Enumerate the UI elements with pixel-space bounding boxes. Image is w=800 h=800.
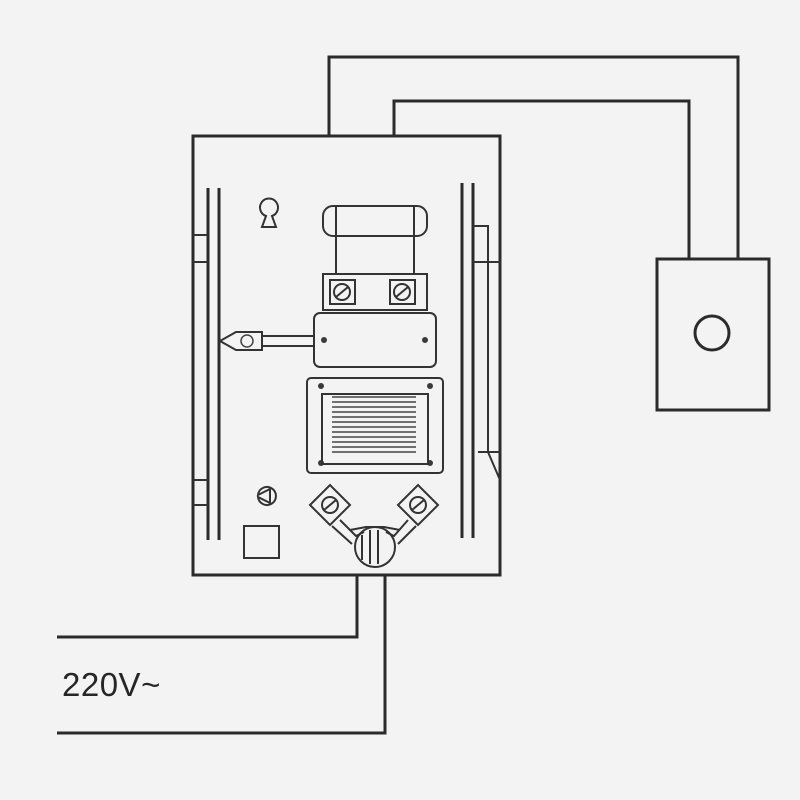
mains-connector — [349, 526, 401, 568]
screw-terminal-icon — [396, 483, 440, 527]
top-terminal-block — [322, 273, 428, 311]
keyhole-icon — [256, 486, 277, 506]
striker-plate — [313, 312, 437, 368]
screw-terminal-icon — [308, 483, 352, 527]
knockout-square — [243, 525, 280, 559]
mains-supply-wires — [57, 575, 387, 735]
plunger-icon — [217, 331, 314, 351]
bell-housing — [191, 134, 502, 577]
left-side-rail — [193, 188, 221, 540]
keyhole-icon — [259, 197, 279, 228]
fuse-icon — [322, 205, 428, 274]
transformer-icon — [306, 377, 444, 474]
push-button-wires — [327, 55, 740, 259]
push-button-icon — [655, 257, 771, 412]
supply-voltage-label: 220V~ — [62, 666, 161, 703]
right-side-rail — [460, 183, 501, 538]
internal-wires — [331, 519, 417, 545]
